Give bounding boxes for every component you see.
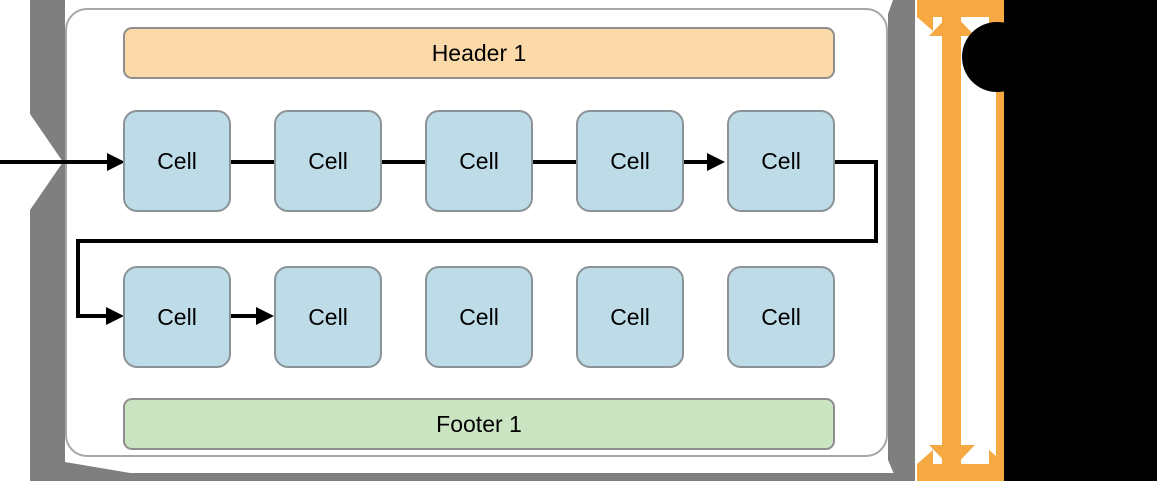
row2-cell2-arrowhead <box>256 307 274 325</box>
scroll-arrow-right-rail <box>996 14 1005 467</box>
scroll-arrow-bottom-left-barb <box>917 450 933 464</box>
section-container <box>65 8 888 457</box>
cell-label: Cell <box>610 147 650 174</box>
flow-arrowheads <box>106 153 725 325</box>
cell-row2-1: Cell <box>123 266 231 368</box>
scroll-arrow-stem <box>942 14 961 467</box>
cell-label: Cell <box>761 303 801 330</box>
masked-region <box>1004 0 1157 481</box>
cell-label: Cell <box>459 303 499 330</box>
row2-entry-arrowhead <box>106 307 124 325</box>
cell-label: Cell <box>308 303 348 330</box>
cell-row1-1: Cell <box>123 110 231 212</box>
cell-label: Cell <box>459 147 499 174</box>
cell-row2-3: Cell <box>425 266 533 368</box>
bottom-clip-bar <box>65 462 915 481</box>
cell-label: Cell <box>761 147 801 174</box>
section-header: Header 1 <box>123 27 835 79</box>
scroll-arrow-top-band <box>917 0 1005 17</box>
scroll-arrow-bottom-band <box>917 464 1005 481</box>
scroll-arrow-top-left-barb <box>917 17 933 31</box>
cell-row2-2: Cell <box>274 266 382 368</box>
cell-row1-4: Cell <box>576 110 684 212</box>
entry-arrowhead <box>107 153 125 171</box>
cell-row1-3: Cell <box>425 110 533 212</box>
right-clip-bar <box>888 0 915 481</box>
cell-label: Cell <box>157 147 197 174</box>
cell-row1-2: Cell <box>274 110 382 212</box>
section-footer: Footer 1 <box>123 398 835 450</box>
cell5-arrowhead <box>707 153 725 171</box>
section-header-label: Header 1 <box>431 39 527 66</box>
left-clip-bar <box>30 0 65 481</box>
cell-row2-5: Cell <box>727 266 835 368</box>
scroll-arrow-down-head <box>929 445 975 469</box>
flow-arrows <box>0 160 878 318</box>
cell-row2-4: Cell <box>576 266 684 368</box>
cell-label: Cell <box>157 303 197 330</box>
cell-label: Cell <box>610 303 650 330</box>
section-footer-label: Footer 1 <box>436 410 522 437</box>
flow-wrap-elbow <box>76 160 878 318</box>
cell-label: Cell <box>308 147 348 174</box>
cell-row1-5: Cell <box>727 110 835 212</box>
